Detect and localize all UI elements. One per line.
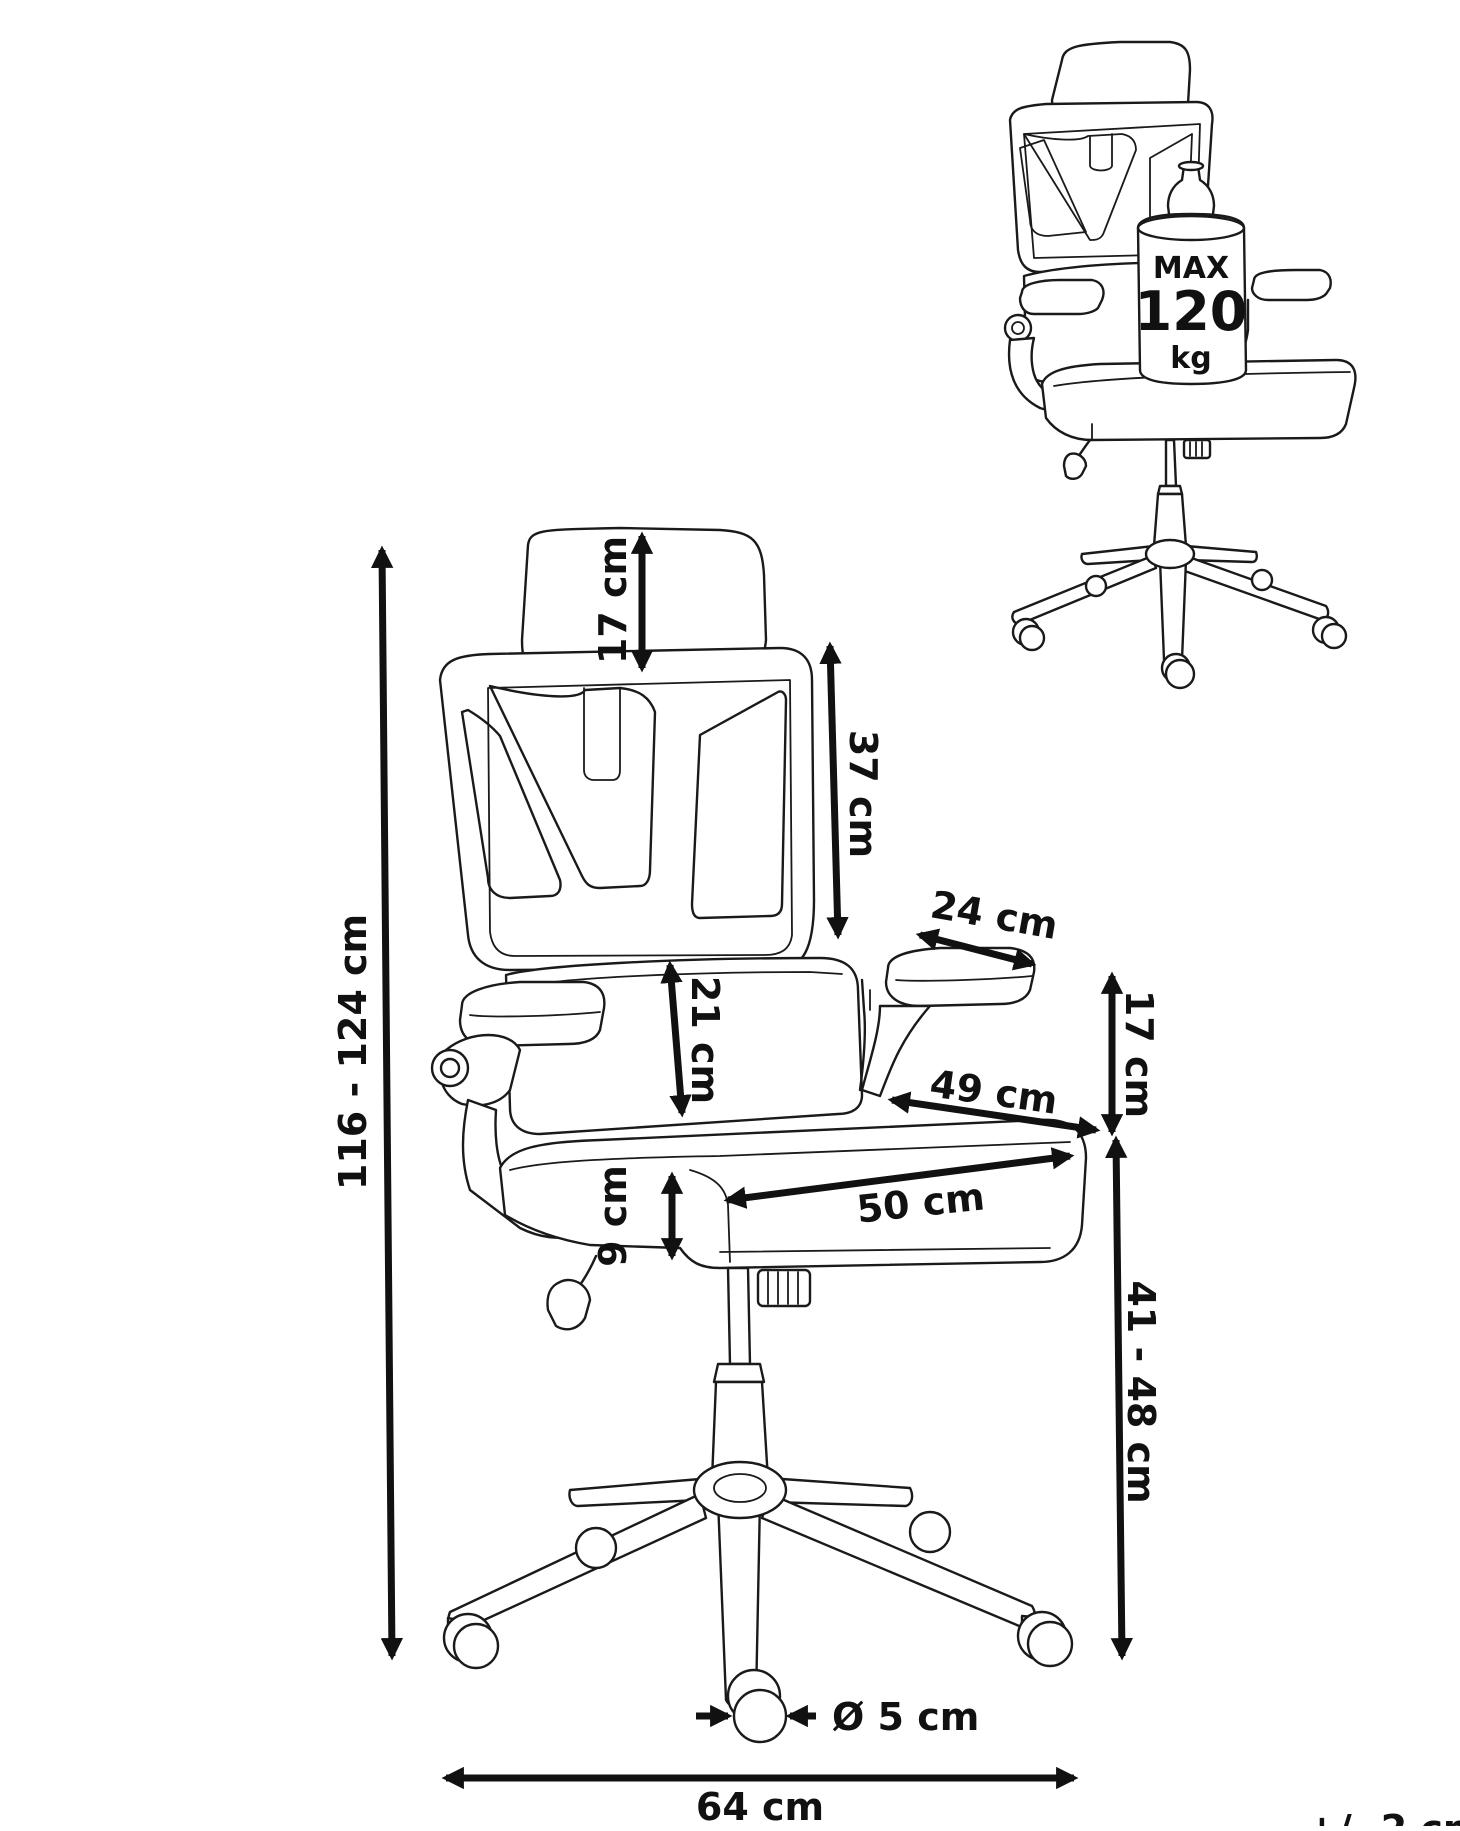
dim-backrest-arrow <box>819 641 849 940</box>
dimension-labels: 17 cm 37 cm 24 cm 21 cm 116 - 124 cm 17 … <box>331 536 1460 1831</box>
label-seat-height: 41 - 48 cm <box>1119 1280 1163 1503</box>
label-seat-depth: 49 cm <box>927 1061 1060 1122</box>
gas-lift <box>726 1266 752 1366</box>
backrest <box>438 646 816 972</box>
label-base-width: 64 cm <box>696 1785 824 1826</box>
dim-seat-depth-arrow <box>887 1091 1101 1139</box>
casters <box>442 1510 1074 1744</box>
small-chair-drawing: MAX 120 kg <box>1003 40 1357 690</box>
dim-seat-height-arrow <box>1105 1135 1133 1661</box>
label-seat-thickness: 9 cm <box>591 1165 635 1267</box>
main-chair-drawing <box>430 526 1088 1744</box>
dim-total-height-arrow <box>370 545 404 1661</box>
label-wheel-diameter: Ø 5 cm <box>832 1695 979 1739</box>
label-headrest-height: 17 cm <box>591 536 635 664</box>
dim-armrest-length-arrow <box>915 928 1037 971</box>
tilt-knob[interactable] <box>756 1268 812 1308</box>
label-tolerance: +/- 2 cm <box>1306 1807 1460 1826</box>
dim-lumbar-arrow <box>660 960 692 1118</box>
height-lever[interactable] <box>546 1278 592 1331</box>
dimension-lines <box>370 531 1133 1790</box>
badge-max: MAX <box>1153 251 1229 286</box>
label-armrest-length: 24 cm <box>927 882 1061 948</box>
backrest-v-frame <box>488 684 657 890</box>
label-total-height: 116 - 124 cm <box>331 914 375 1190</box>
label-lumbar-height: 21 cm <box>683 976 727 1104</box>
badge-unit: kg <box>1170 341 1211 376</box>
label-armrest-height: 17 cm <box>1117 990 1161 1118</box>
front-wheel <box>732 1688 788 1744</box>
label-backrest-height: 37 cm <box>841 730 885 858</box>
max-weight-badge: MAX 120 kg <box>1135 160 1248 386</box>
dim-seat-width-arrow <box>723 1147 1075 1209</box>
badge-weight-value: 120 <box>1135 280 1248 343</box>
